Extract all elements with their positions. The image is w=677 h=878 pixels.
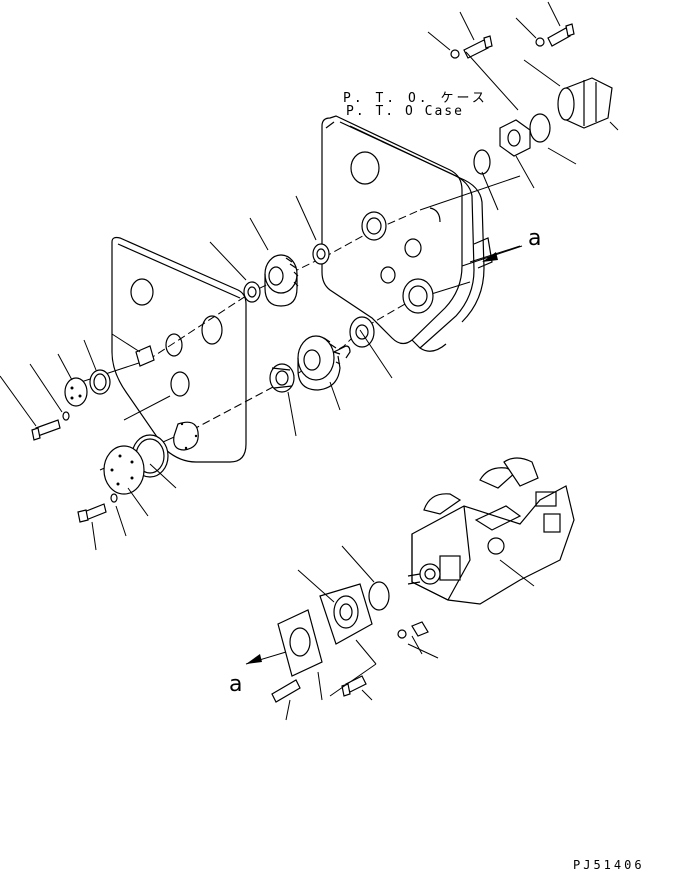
top-bolts — [450, 23, 575, 59]
main-pump-assembly — [407, 457, 575, 605]
lower-gear-train — [269, 316, 375, 393]
reference-arrows — [245, 245, 521, 665]
pto-case-label-en: P. T. O Case — [346, 104, 464, 119]
reference-a-left: a — [229, 672, 243, 697]
reference-a-right: a — [528, 226, 542, 251]
leader-lines — [0, 1, 619, 721]
drawing-code: PJ51406 — [573, 858, 645, 872]
cover-plate — [111, 236, 247, 463]
assembly-axes — [77, 175, 523, 471]
pto-case-label-jp: P. T. O. ケース — [343, 91, 488, 106]
upper-cover-parts — [31, 345, 155, 441]
upper-small-pump — [473, 77, 613, 175]
upper-gear-train — [243, 211, 434, 314]
lower-cover-parts — [77, 421, 199, 523]
lower-flange-parts — [271, 581, 429, 703]
pto-case — [321, 115, 493, 352]
